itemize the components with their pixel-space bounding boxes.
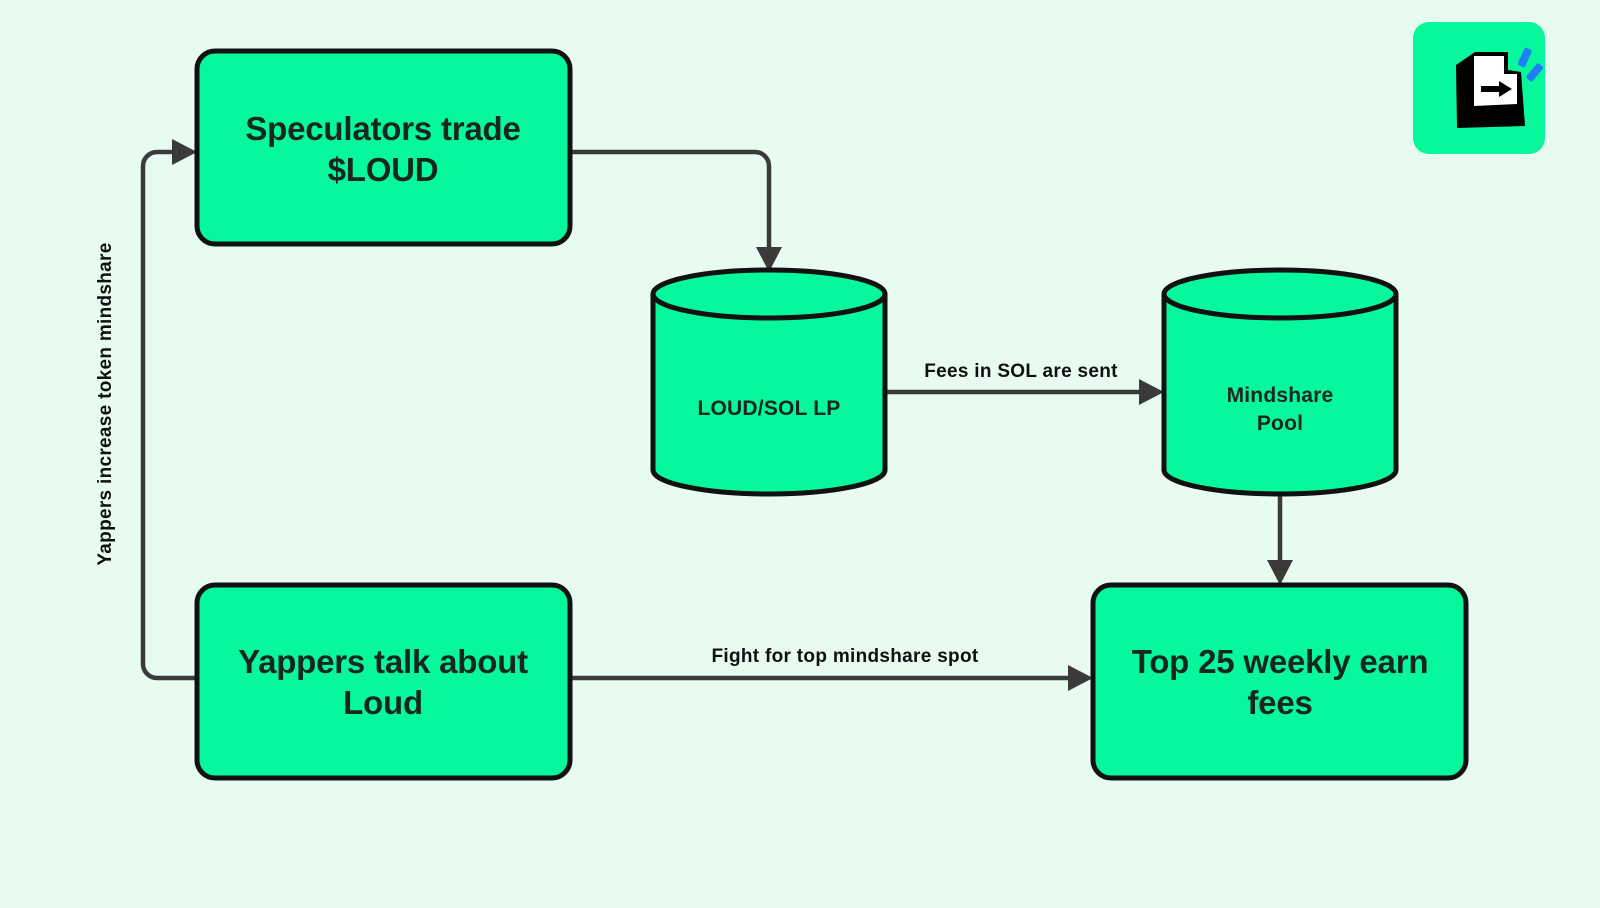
node-mindshare-pool-top	[1161, 267, 1399, 321]
node-top25-box[interactable]	[1090, 582, 1469, 781]
node-mindshare-pool-label-line1: Mindshare	[1227, 384, 1334, 407]
megaphone-arrow-icon	[1456, 52, 1525, 128]
edge-yappers-to-speculators	[140, 139, 197, 681]
node-mindshare-pool-label-line2: Pool	[1257, 412, 1303, 435]
arrowhead-into-top25-left	[1068, 665, 1093, 691]
loud-app-logo[interactable]	[1413, 22, 1545, 154]
edge-label-yappers-to-top25: Fight for top mindshare spot	[712, 646, 979, 667]
node-speculators-label-line2: $LOUD	[328, 151, 439, 188]
node-loud-sol-lp-label: LOUD/SOL LP	[698, 397, 841, 420]
edge-yappers-to-top25	[570, 665, 1093, 691]
node-top25-label-line1: Top 25 weekly earn	[1132, 643, 1429, 680]
arrowhead-into-lp	[756, 247, 782, 272]
node-speculators-box[interactable]	[194, 48, 573, 247]
logo-arrow-shaft	[1481, 86, 1505, 92]
node-yappers-label-line1: Yappers talk about	[238, 643, 528, 680]
arrowhead-into-pool	[1139, 379, 1164, 405]
node-yappers-box[interactable]	[194, 582, 573, 781]
node-loud-sol-lp-top	[650, 267, 888, 321]
logo-accent-dash-1	[1517, 47, 1532, 68]
edge-path-yappers-to-speculators	[140, 149, 197, 681]
node-top25-label-line2: fees	[1247, 684, 1312, 721]
logo-paper	[1474, 56, 1517, 106]
logo-badge[interactable]	[1413, 22, 1545, 154]
edge-lp-to-pool	[885, 379, 1164, 405]
arrowhead-into-speculators	[172, 139, 197, 165]
node-loud-sol-lp[interactable]: LOUD/SOL LP	[650, 267, 888, 497]
logo-accent-dashes	[1517, 47, 1544, 82]
node-loud-sol-lp-body[interactable]	[650, 291, 888, 497]
edge-path-speculators-to-lp	[570, 149, 772, 250]
node-mindshare-pool-body[interactable]	[1161, 291, 1399, 497]
logo-accent-dash-2	[1526, 63, 1544, 82]
node-speculators[interactable]: Speculators trade $LOUD	[194, 48, 573, 247]
logo-arrow-head	[1499, 81, 1512, 97]
edge-pool-to-top25	[1267, 492, 1293, 585]
arrowhead-into-top25-top	[1267, 560, 1293, 585]
node-yappers-label-line2: Loud	[343, 684, 423, 721]
node-yappers[interactable]: Yappers talk about Loud	[194, 582, 573, 781]
edge-label-yappers-to-speculators: Yappers increase token mindshare	[95, 242, 116, 565]
edge-speculators-to-lp	[570, 149, 782, 272]
node-mindshare-pool[interactable]: Mindshare Pool	[1161, 267, 1399, 497]
node-speculators-label-line1: Speculators trade	[245, 110, 520, 147]
node-top25[interactable]: Top 25 weekly earn fees	[1090, 582, 1469, 781]
edge-label-lp-to-pool: Fees in SOL are sent	[924, 361, 1118, 382]
